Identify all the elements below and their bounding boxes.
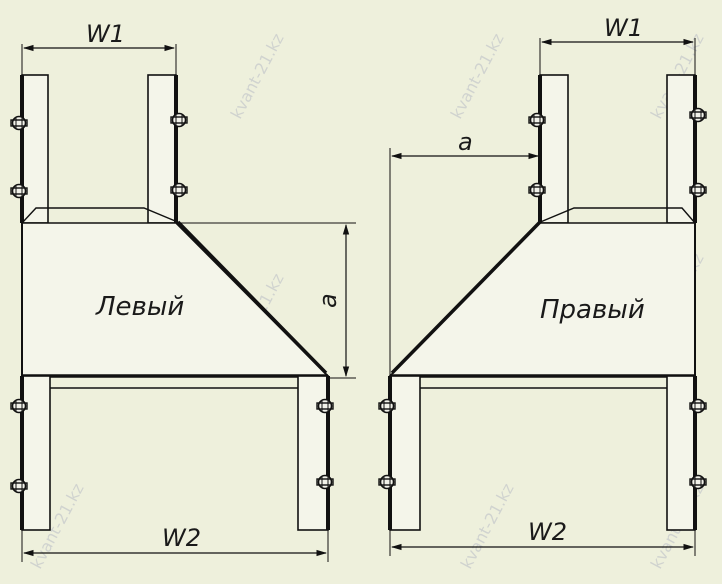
right-transition-body xyxy=(388,207,696,389)
left-w2-label: W2 xyxy=(162,524,201,552)
watermark-text: kvant-21.kz xyxy=(447,30,508,122)
bolt-icon xyxy=(528,182,546,198)
right-w2-label: W2 xyxy=(528,518,567,546)
bolt-icon xyxy=(689,474,707,490)
right-bottom-left-rail xyxy=(388,375,421,531)
bolt-icon xyxy=(689,107,707,123)
left-dimension-w2 xyxy=(21,530,329,562)
left-a-label: a xyxy=(314,293,342,308)
right-transition-drawing xyxy=(378,38,707,556)
bolt-icon xyxy=(10,115,28,131)
bolt-icon xyxy=(378,474,396,490)
right-top-left-rail xyxy=(538,74,569,224)
bolt-icon xyxy=(378,398,396,414)
bolt-icon xyxy=(689,182,707,198)
left-top-right-rail xyxy=(147,74,178,224)
bolt-icon xyxy=(528,112,546,128)
right-top-right-rail xyxy=(666,74,697,224)
bolt-icon xyxy=(316,474,334,490)
left-top-left-rail xyxy=(20,74,49,224)
left-dimension-a xyxy=(180,222,356,379)
left-bottom-left-rail xyxy=(20,375,51,531)
bolt-icon xyxy=(170,182,188,198)
bolt-icon xyxy=(170,112,188,128)
left-dimension-w1 xyxy=(21,44,177,75)
left-w1-label: W1 xyxy=(86,20,125,48)
bolt-icon xyxy=(689,398,707,414)
watermark-text: kvant-21.kz xyxy=(227,30,288,122)
left-transition-drawing xyxy=(10,44,356,562)
bolt-icon xyxy=(10,183,28,199)
right-dimension-a xyxy=(389,148,540,376)
right-dimension-w1 xyxy=(539,38,696,75)
watermark-text: kvant-21.kz xyxy=(457,480,518,572)
right-w1-label: W1 xyxy=(604,14,643,42)
left-name-label: Левый xyxy=(95,292,184,322)
bolt-icon xyxy=(10,398,28,414)
right-a-label: a xyxy=(458,128,473,156)
bolt-icon xyxy=(316,398,334,414)
right-bottom-right-rail xyxy=(666,375,697,531)
bolt-icon xyxy=(10,478,28,494)
right-name-label: Правый xyxy=(540,295,645,325)
right-dimension-w2 xyxy=(389,530,696,556)
